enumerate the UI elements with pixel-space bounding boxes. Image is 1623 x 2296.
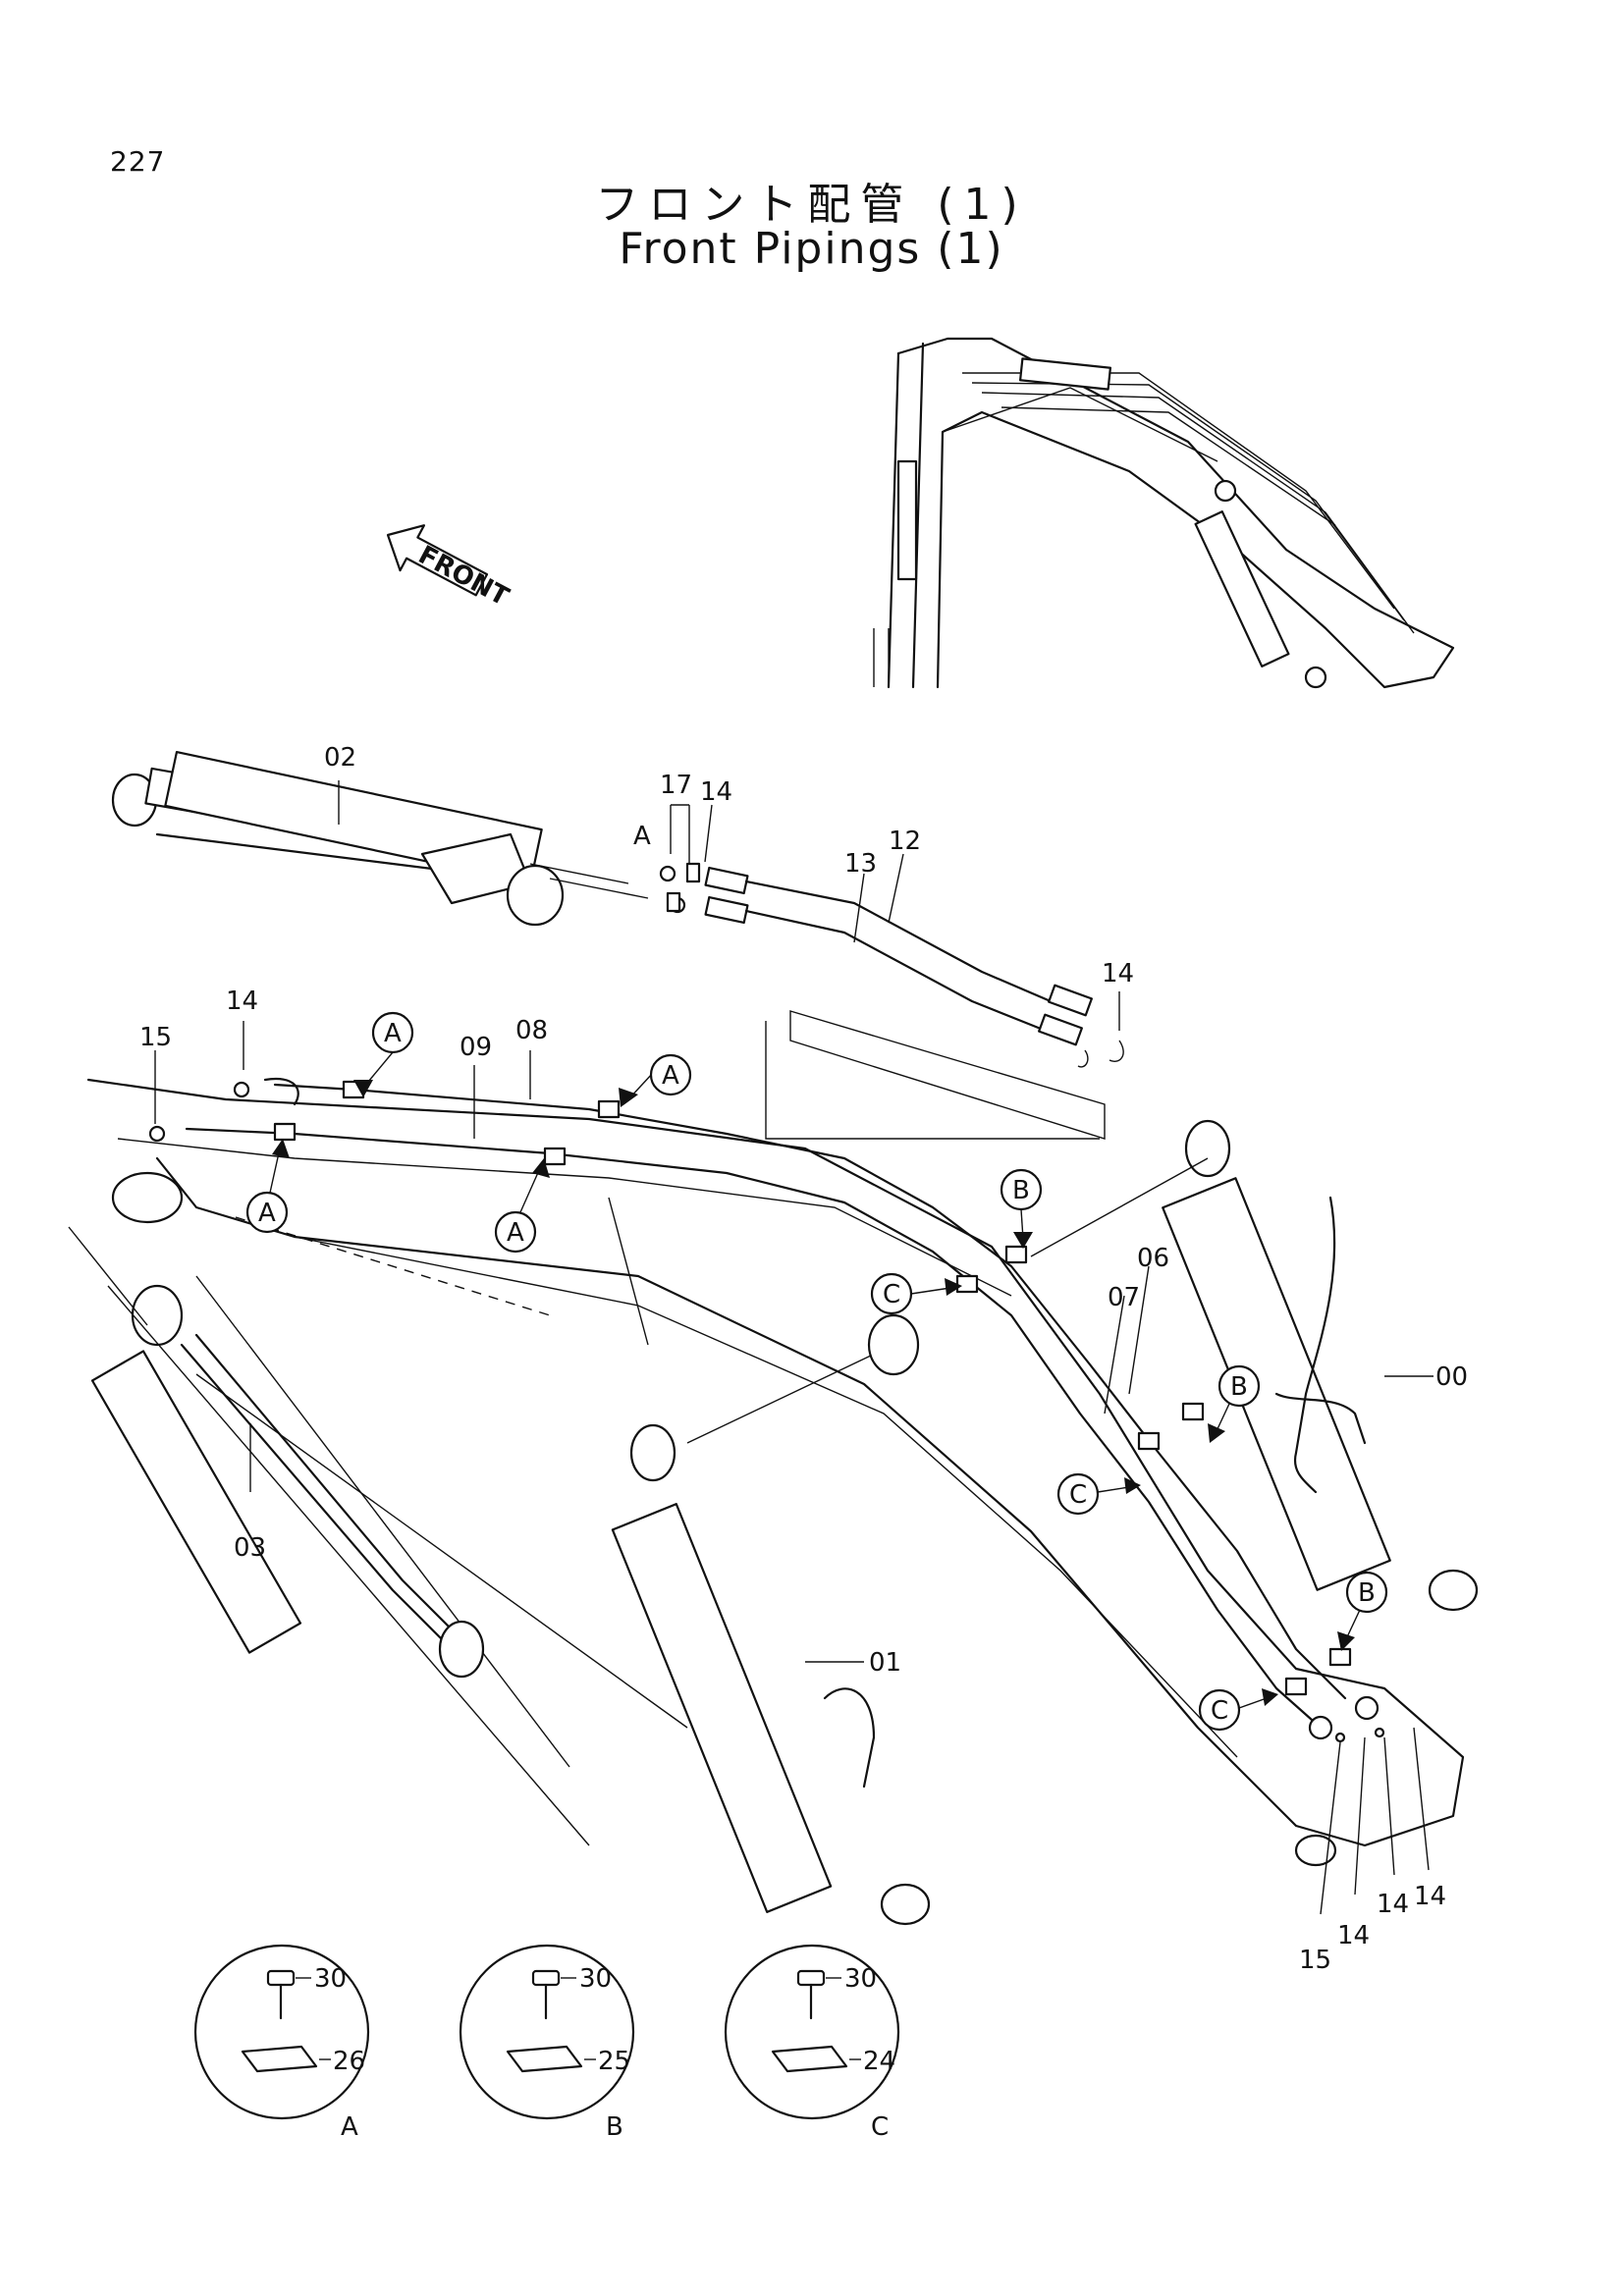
callout-c3: C (1198, 1688, 1278, 1732)
boom-cylinder-01 (611, 1313, 931, 1926)
part-label-14: 14 (1377, 1890, 1409, 1919)
callout-b1: B (1000, 1168, 1043, 1249)
part-label-17: 17 (660, 771, 692, 800)
bucket-cylinder-00 (1030, 1119, 1479, 1612)
arm-cylinder-02 (111, 751, 649, 927)
callout-a4: A (494, 1158, 550, 1254)
part-label-06: 06 (1137, 1244, 1169, 1273)
svg-text:C: C (1069, 1480, 1087, 1510)
page-title-english: Front Pipings (1) (619, 224, 1004, 274)
detail-a-bolt-number: 30 (314, 1964, 347, 1994)
svg-text:B: B (1012, 1176, 1030, 1205)
svg-text:B: B (1358, 1578, 1376, 1608)
detail-a-clamp-number: 26 (333, 2047, 365, 2076)
part-label-15: 15 (139, 1023, 172, 1052)
part-label-02: 02 (324, 743, 356, 773)
part-label-03: 03 (234, 1533, 266, 1563)
callout-b2: B (1208, 1364, 1261, 1443)
part-label-15: 15 (1299, 1946, 1331, 1975)
svg-text:A: A (258, 1199, 276, 1228)
front-arrow-icon: FRONT (386, 524, 514, 613)
svg-text:A: A (384, 1019, 402, 1048)
part-label-12: 12 (889, 827, 921, 856)
part-label-14: 14 (1102, 959, 1134, 988)
svg-text:A: A (507, 1218, 524, 1248)
arm-cylinder-03 (68, 1226, 688, 1846)
callout-a1: A (353, 1011, 414, 1097)
page-number: 227 (110, 145, 166, 178)
callout-b3: B (1337, 1571, 1388, 1651)
front-arrow-label: FRONT (413, 540, 514, 612)
part-label-07: 07 (1108, 1283, 1140, 1312)
part-label-01: 01 (869, 1648, 901, 1678)
part-label-14: 14 (1337, 1921, 1370, 1950)
svg-text:C: C (883, 1280, 900, 1309)
pipes-08-09 (148, 1077, 1385, 1743)
detail-c: 30 24 C (724, 1944, 900, 2142)
boom-outline (86, 1078, 1465, 1867)
page-title-japanese: フロント配管 (1) (595, 180, 1028, 230)
part-label-14: 14 (226, 987, 258, 1016)
callout-a5: A (633, 822, 651, 851)
detail-c-bolt-number: 30 (844, 1964, 877, 1994)
part-label-08: 08 (515, 1016, 548, 1045)
part-label-13: 13 (844, 849, 877, 879)
detail-c-letter: C (871, 2112, 889, 2142)
detail-b-bolt-number: 30 (579, 1964, 612, 1994)
callout-c2: C (1056, 1472, 1141, 1516)
detail-a: 30 26 A (193, 1944, 370, 2142)
detail-b: 30 25 B (459, 1944, 635, 2142)
callout-a3: A (245, 1139, 290, 1234)
part-label-14: 14 (1414, 1882, 1446, 1911)
detail-c-clamp-number: 24 (863, 2047, 895, 2076)
detail-b-clamp-number: 25 (598, 2047, 630, 2076)
svg-text:A: A (662, 1061, 679, 1091)
svg-text:B: B (1230, 1372, 1248, 1402)
detail-a-letter: A (341, 2112, 358, 2142)
detail-b-letter: B (606, 2112, 623, 2142)
machine-overview-sketch (873, 337, 1455, 689)
part-label-00: 00 (1435, 1362, 1468, 1392)
guide-frame (765, 1010, 1106, 1140)
pipes-12-13 (659, 862, 1124, 1068)
part-label-14: 14 (700, 777, 732, 807)
part-label-09: 09 (460, 1033, 492, 1062)
callout-a2: A (619, 1053, 692, 1107)
callout-c1: C (870, 1272, 962, 1315)
leader-lines (154, 780, 1434, 1915)
svg-text:C: C (1211, 1696, 1228, 1726)
